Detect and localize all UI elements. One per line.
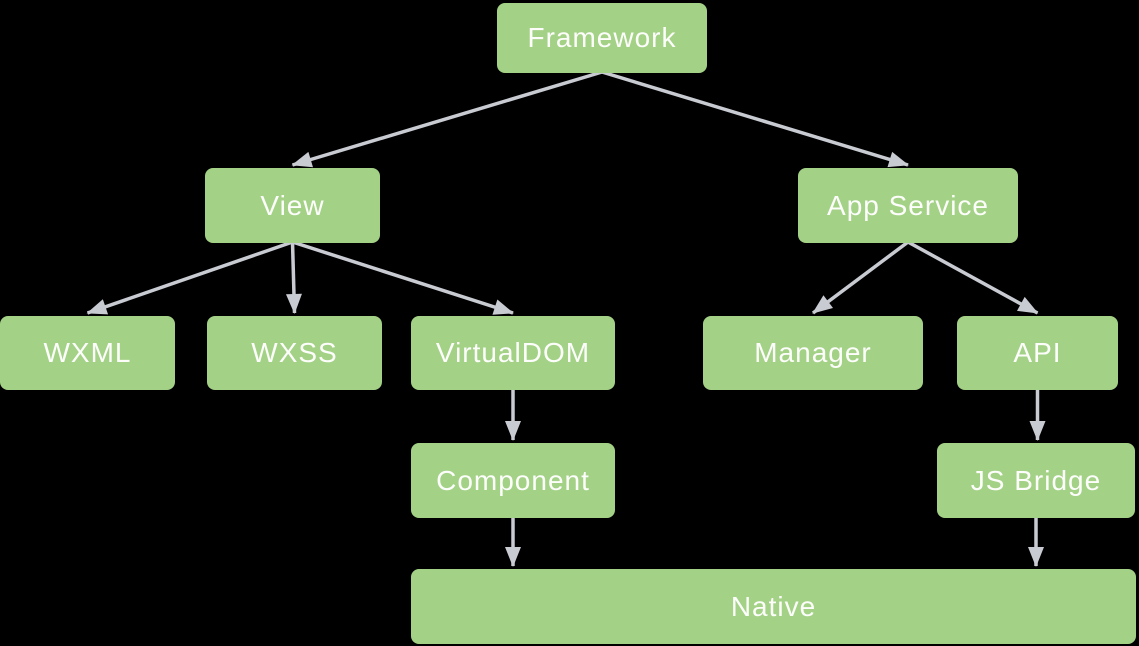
node-label-app-service: App Service <box>827 189 989 221</box>
node-api: API <box>957 316 1118 390</box>
edge-view-wxml <box>86 240 294 315</box>
node-label-wxss: WXSS <box>251 337 338 368</box>
node-component: Component <box>411 443 615 518</box>
node-label-js-bridge: JS Bridge <box>970 464 1102 496</box>
edge-view-virtualdom <box>291 240 514 315</box>
node-label-native: Native <box>730 590 817 622</box>
node-label-wxml: WXML <box>43 337 132 368</box>
node-manager: Manager <box>703 316 923 390</box>
node-label-manager: Manager <box>754 337 872 368</box>
edge-app-service-api <box>907 240 1039 315</box>
node-label-api: API <box>1013 337 1062 368</box>
node-label-component: Component <box>436 464 590 496</box>
node-app-service: App Service <box>798 168 1018 243</box>
node-label-view: View <box>260 189 325 221</box>
node-label-virtualdom: VirtualDOM <box>435 337 591 368</box>
node-native: Native <box>411 569 1136 644</box>
node-framework: Framework <box>497 3 707 73</box>
node-wxml: WXML <box>0 316 175 390</box>
node-label-framework: Framework <box>527 22 677 53</box>
edge-framework-app-service <box>601 70 909 168</box>
node-js-bridge: JS Bridge <box>937 443 1135 518</box>
node-virtualdom: VirtualDOM <box>411 316 615 390</box>
node-wxss: WXSS <box>207 316 382 390</box>
edge-app-service-manager <box>811 240 910 315</box>
edge-framework-view <box>291 70 603 168</box>
edge-view-wxss <box>285 241 302 314</box>
node-view: View <box>205 168 380 243</box>
